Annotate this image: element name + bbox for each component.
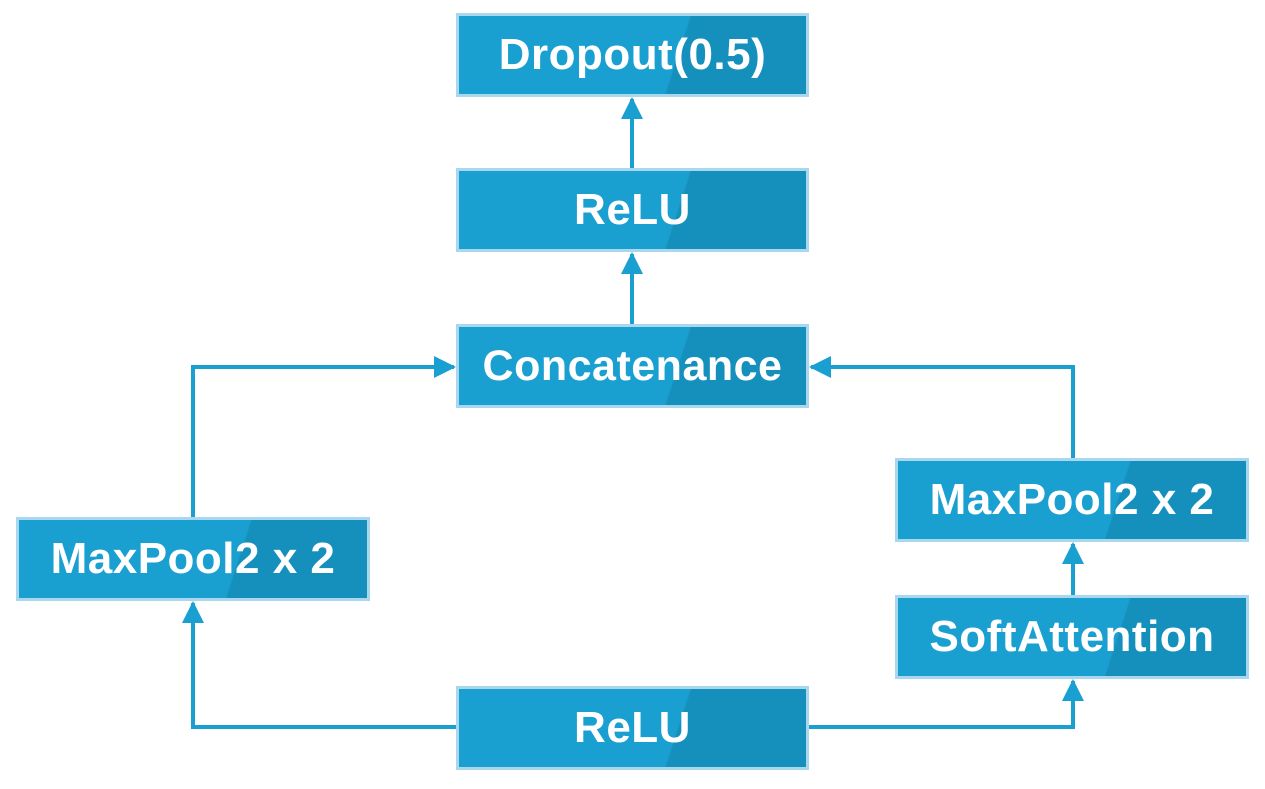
- connector-relu-to-softattention: [809, 679, 1084, 729]
- node-relu-bottom-label: ReLU: [574, 703, 691, 752]
- node-softattention: SoftAttention: [895, 595, 1249, 679]
- connector-maxpool-left-to-concat: [191, 356, 456, 517]
- node-dropout-label: Dropout(0.5): [498, 30, 767, 79]
- node-relu-top: ReLU: [456, 168, 809, 252]
- node-maxpool-left: MaxPool2 x 2: [16, 517, 370, 601]
- connector-relu-to-maxpool-left: [182, 601, 456, 729]
- node-maxpool-left-label: MaxPool2 x 2: [50, 534, 336, 583]
- node-concatenance: Concatenance: [456, 324, 809, 408]
- node-maxpool-right-label: MaxPool2 x 2: [929, 475, 1215, 524]
- node-relu-bottom: ReLU: [456, 686, 809, 770]
- connector-maxpool-right-to-concat: [809, 356, 1075, 458]
- node-relu-top-label: ReLU: [574, 185, 691, 234]
- node-maxpool-right: MaxPool2 x 2: [895, 458, 1249, 542]
- node-concatenance-label: Concatenance: [482, 341, 783, 390]
- node-dropout: Dropout(0.5): [456, 13, 809, 97]
- node-softattention-label: SoftAttention: [929, 612, 1215, 661]
